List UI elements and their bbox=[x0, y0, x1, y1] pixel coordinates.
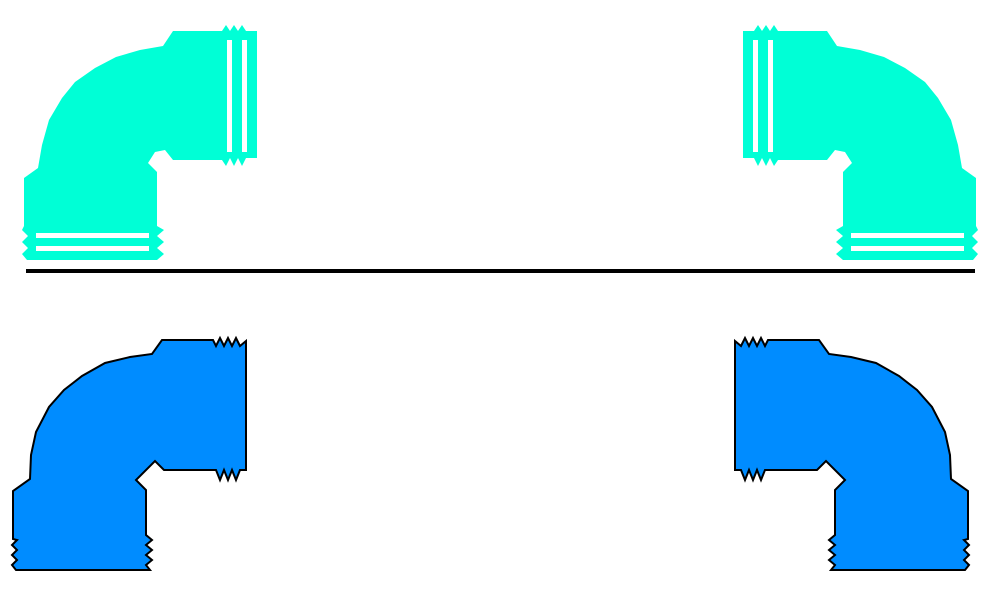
bottom-left-elbow bbox=[11, 337, 247, 571]
top-left-elbow bbox=[22, 25, 257, 260]
top-right-elbow bbox=[743, 25, 978, 260]
bottom-right-elbow bbox=[734, 337, 970, 571]
